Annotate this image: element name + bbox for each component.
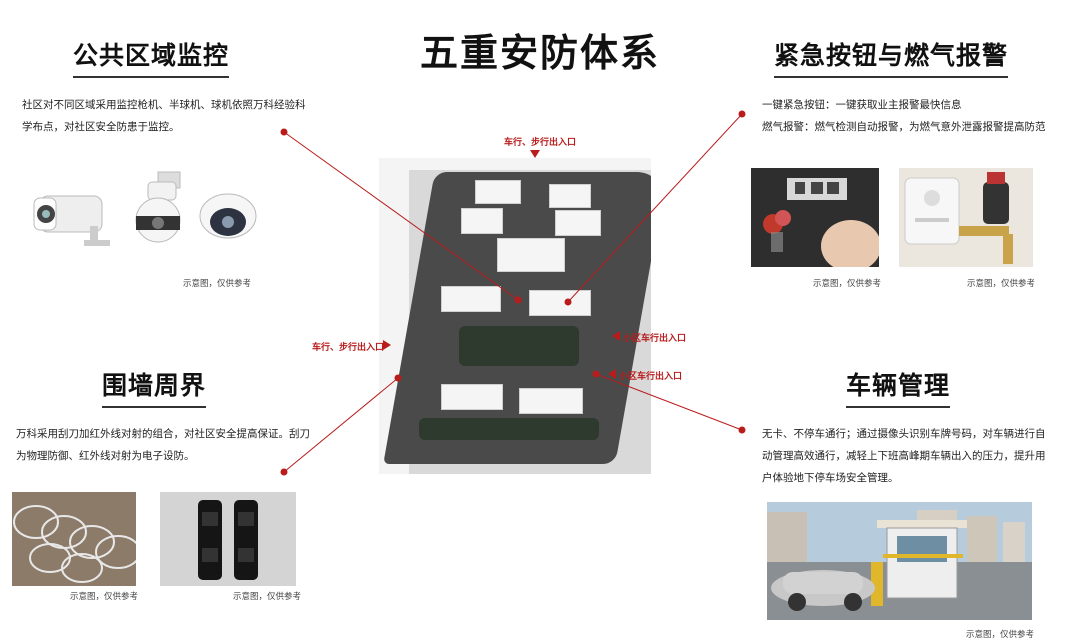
site-plan-map bbox=[379, 158, 651, 474]
razor-wire-photo bbox=[12, 492, 136, 586]
dot-marker bbox=[564, 298, 572, 306]
desc-line: 社区对不同区域采用监控枪机、半球机、球机依照万科经验科 bbox=[22, 99, 306, 111]
gas-alarm-photo bbox=[899, 168, 1033, 267]
image-caption: 示意图，仅供参考 bbox=[183, 279, 252, 289]
perimeter-description: 万科采用刮刀加红外线对射的组合，对社区安全提高保证。刮刀 为物理防御、红外线对射… bbox=[16, 423, 336, 467]
image-caption: 示意图，仅供参考 bbox=[967, 279, 1036, 289]
image-caption: 示意图，仅供参考 bbox=[966, 630, 1035, 640]
desc-line: 无卡、不停车通行；通过摄像头识别车牌号码，对车辆进行自 bbox=[762, 428, 1046, 440]
image-caption: 示意图，仅供参考 bbox=[813, 279, 882, 289]
page-title: 五重安防体系 bbox=[419, 31, 660, 75]
dot-marker bbox=[738, 110, 746, 118]
leader-line-perimeter bbox=[283, 377, 399, 473]
leader-line-emergency bbox=[567, 113, 743, 303]
infrared-beam-photo bbox=[160, 492, 296, 586]
emergency-description: 一键紧急按钮：一键获取业主报警最快信息 燃气报警：燃气检测自动报警，为燃气意外泄… bbox=[762, 94, 1072, 138]
speed-dome-camera-icon bbox=[135, 171, 181, 243]
image-caption: 示意图，仅供参考 bbox=[233, 592, 302, 602]
entrance-label-right-1: 小区车行出入口 bbox=[623, 334, 687, 344]
desc-line: 一键紧急按钮：一键获取业主报警最快信息 bbox=[762, 99, 962, 111]
entrance-label-right-2: 小区车行出入口 bbox=[619, 372, 683, 382]
desc-line: 动管理高效通行，减轻上下班高峰期车辆出入的压力，提升用 bbox=[762, 450, 1046, 462]
bullet-camera-icon bbox=[33, 195, 110, 246]
entrance-label-left: 车行、步行出入口 bbox=[312, 343, 385, 353]
image-caption: 示意图，仅供参考 bbox=[70, 592, 139, 602]
dot-marker bbox=[280, 128, 288, 136]
desc-line: 万科采用刮刀加红外线对射的组合，对社区安全提高保证。刮刀 bbox=[16, 428, 310, 440]
desc-line: 为物理防御、红外线对射为电子设防。 bbox=[16, 450, 195, 462]
section-title-vehicle: 车辆管理 bbox=[846, 366, 951, 408]
section-title-emergency: 紧急按钮与燃气报警 bbox=[774, 36, 1009, 78]
dot-marker bbox=[280, 468, 288, 476]
vehicle-description: 无卡、不停车通行；通过摄像头识别车牌号码，对车辆进行自 动管理高效通行，减轻上下… bbox=[762, 423, 1072, 489]
desc-line: 学布点，对社区安全防患于监控。 bbox=[22, 121, 180, 133]
entrance-arrow-right-1 bbox=[612, 331, 620, 341]
entrance-arrow-top bbox=[530, 150, 540, 158]
dot-marker bbox=[394, 374, 402, 382]
camera-illustrations bbox=[33, 171, 257, 246]
parking-gate-photo bbox=[767, 502, 1032, 620]
dot-marker bbox=[592, 370, 600, 378]
leader-line-public-monitor bbox=[283, 131, 519, 301]
emergency-button-photo bbox=[751, 168, 879, 267]
desc-line: 户体验地下停车场安全管理。 bbox=[762, 472, 899, 484]
entrance-arrow-left bbox=[383, 340, 391, 350]
public-monitor-description: 社区对不同区域采用监控枪机、半球机、球机依照万科经验科 学布点，对社区安全防患于… bbox=[22, 94, 322, 138]
entrance-label-top: 车行、步行出入口 bbox=[504, 138, 577, 148]
section-title-public-monitor: 公共区域监控 bbox=[73, 36, 230, 78]
entrance-arrow-right-2 bbox=[608, 369, 616, 379]
dot-marker bbox=[514, 296, 522, 304]
section-title-perimeter: 围墙周界 bbox=[102, 366, 207, 408]
desc-line: 燃气报警：燃气检测自动报警，为燃气意外泄露报警提高防范 bbox=[762, 121, 1046, 133]
leader-line-vehicle bbox=[595, 373, 743, 431]
dot-marker bbox=[738, 426, 746, 434]
dome-camera-icon bbox=[199, 193, 257, 239]
